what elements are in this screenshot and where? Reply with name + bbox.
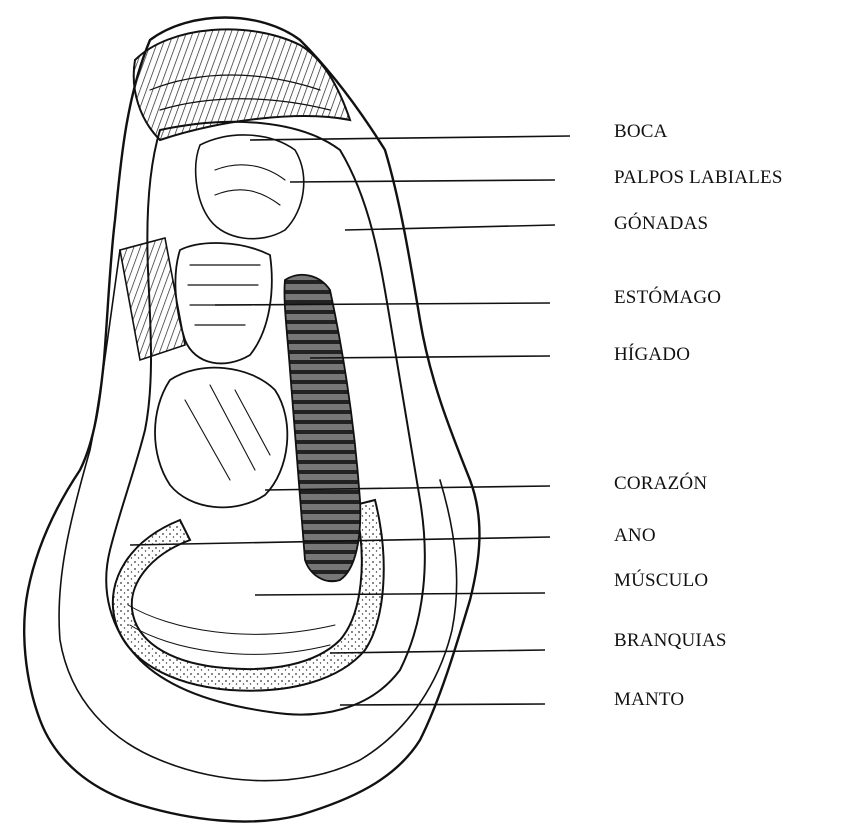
label-branquias: BRANQUIAS <box>614 631 727 650</box>
leader-manto <box>340 704 545 705</box>
label-gonadas: GÓNADAS <box>614 214 708 233</box>
label-manto: MANTO <box>614 690 684 709</box>
leader-palpos <box>290 180 555 182</box>
heart <box>155 368 287 508</box>
label-palpos-labiales: PALPOS LABIALES <box>614 168 783 187</box>
label-musculo: MÚSCULO <box>614 571 708 590</box>
leader-gonadas <box>345 225 555 230</box>
shell-inner-edge <box>59 250 457 781</box>
label-ano: ANO <box>614 526 656 545</box>
leader-boca <box>250 136 570 140</box>
leader-musculo <box>255 593 545 595</box>
label-estomago: ESTÓMAGO <box>614 288 721 307</box>
labial-palps <box>196 135 304 239</box>
mantle-flap <box>120 238 185 360</box>
leader-estomago <box>215 303 550 305</box>
liver-muscle-band <box>284 275 360 582</box>
label-higado: HÍGADO <box>614 345 690 364</box>
leader-higado <box>310 356 550 358</box>
label-corazon: CORAZÓN <box>614 474 707 493</box>
label-boca: BOCA <box>614 122 668 141</box>
stomach <box>175 243 271 363</box>
